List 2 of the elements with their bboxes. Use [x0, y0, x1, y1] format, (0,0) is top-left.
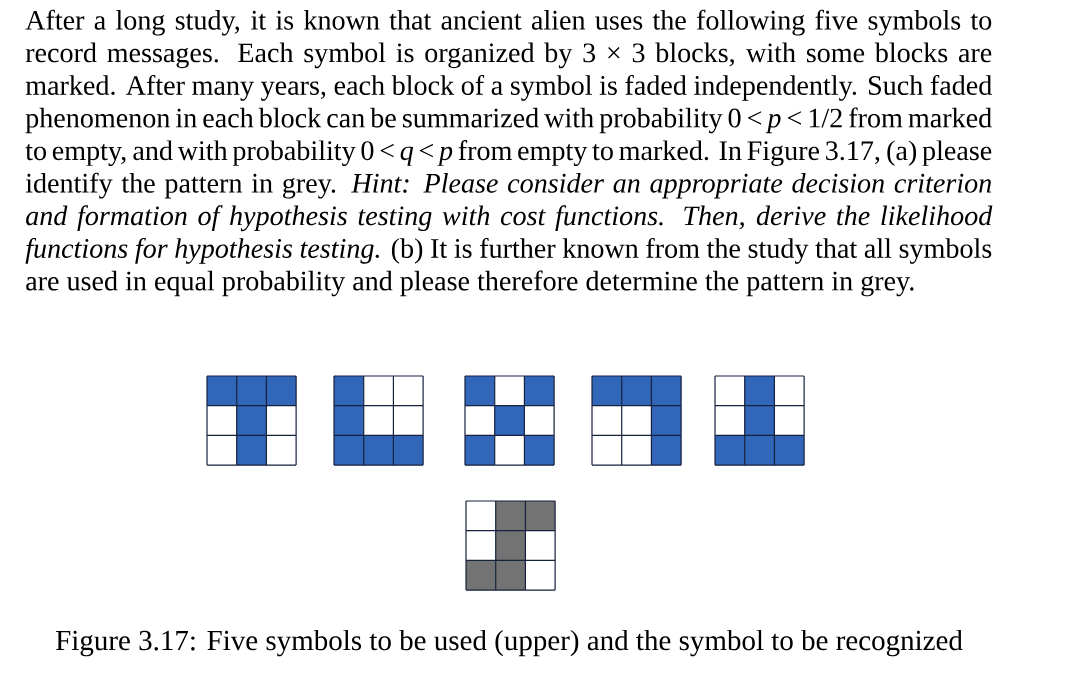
figure-caption: Figure 3.17: Five symbols to be used (upper) and the symbol to be recognized [56, 629, 963, 657]
question-text: After a long study, it is known that ancient alien uses the following five symbols to record messages. Each symbol is organized by 3 × 3 blocks, with some blocks are marked. After many years, each block of a symbol is faded independently. Such faded phenomenon in each block can be summarized with probability 0 < p < 1/2 from marked to empty, and with probability 0 < q <p from empty to marked. In Figure 3.17, (a) please identify the pattern in grey. Hint: Please consider an appropriate decision criterion and formation of hypothesis testing with cost functions. Then, derive the likelihood functions for hypothesis testing. (b) It is further known from the study that all symbols are used in equal probability and please therefore determine the pattern in grey. [25, 9, 993, 297]
